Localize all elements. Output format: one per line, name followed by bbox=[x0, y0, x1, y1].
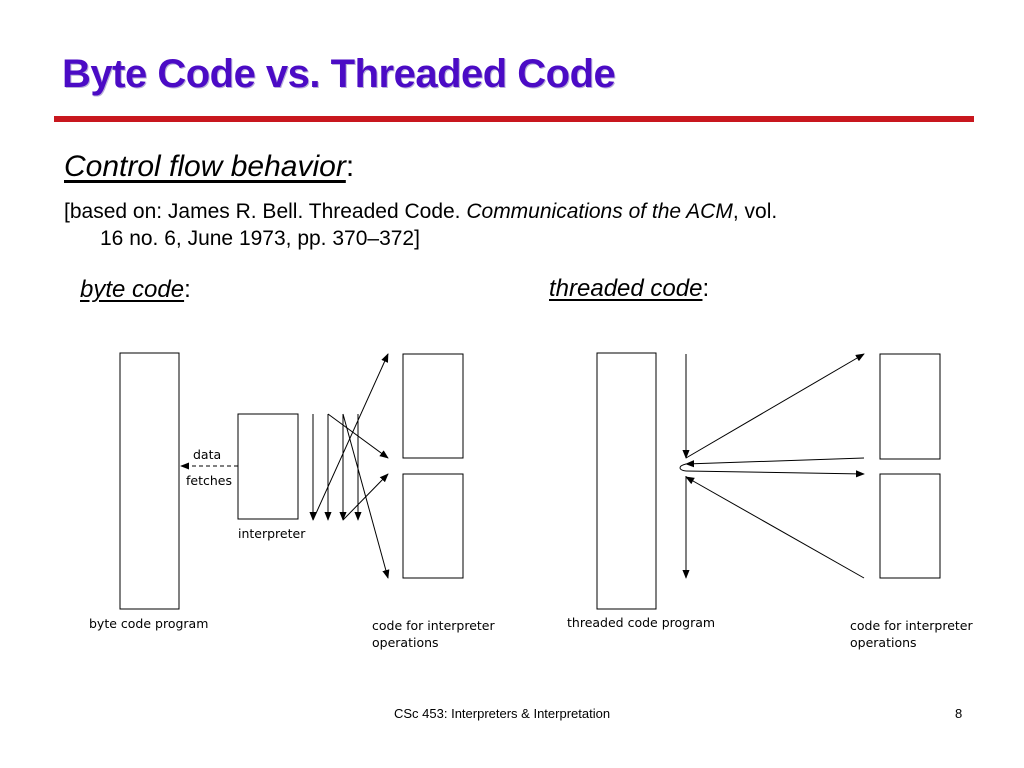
thread-jump-bottom bbox=[685, 470, 865, 478]
footer-course: CSc 453: Interpreters & Interpretation bbox=[394, 706, 611, 721]
title-divider bbox=[54, 116, 974, 122]
heading-colon: : bbox=[345, 150, 355, 183]
byte-ops-box-top bbox=[402, 353, 464, 459]
threaded-code-caption-text: threaded code bbox=[549, 275, 703, 302]
op-arrow-down-2 bbox=[342, 413, 390, 579]
threaded-ops-label-1: code for interpreter bbox=[850, 618, 973, 633]
byte-code-caption: byte code: bbox=[80, 276, 191, 304]
threaded-program-box bbox=[596, 352, 657, 610]
heading-text: Control flow behavior bbox=[64, 150, 346, 183]
footer-page-number: 8 bbox=[955, 706, 963, 721]
thread-return-top bbox=[685, 457, 865, 468]
byte-ops-box-bottom bbox=[402, 473, 464, 579]
op-arrow-down-1 bbox=[327, 413, 389, 459]
threaded-ops-label-2: operations bbox=[850, 635, 917, 650]
ref-prefix: [based on: James R. Bell. Threaded Code. bbox=[64, 200, 467, 223]
threaded-code-caption: threaded code: bbox=[549, 275, 709, 303]
op-arrow-up-2 bbox=[342, 473, 389, 521]
slide-title: Byte Code vs. Threaded Code bbox=[62, 52, 616, 96]
threaded-code-diagram bbox=[596, 352, 941, 610]
byte-code-diagram bbox=[119, 352, 464, 610]
byte-ops-label-2: operations bbox=[372, 635, 439, 650]
byte-code-program-box bbox=[119, 352, 180, 610]
byte-code-caption-colon: : bbox=[184, 276, 191, 303]
threaded-program-label: threaded code program bbox=[567, 615, 715, 630]
section-heading: Control flow behavior: bbox=[64, 150, 354, 184]
threaded-code-caption-colon: : bbox=[702, 275, 710, 302]
thread-loop bbox=[679, 463, 687, 472]
reference-citation: [based on: James R. Bell. Threaded Code.… bbox=[64, 198, 964, 252]
ref-line2: 16 no. 6, June 1973, pp. 370–372] bbox=[100, 227, 420, 250]
ref-journal: Communications of the ACM bbox=[466, 200, 733, 223]
fetches-label: fetches bbox=[186, 473, 232, 488]
thread-jump-top bbox=[685, 353, 865, 459]
threaded-ops-box-top bbox=[879, 353, 941, 460]
data-label: data bbox=[193, 447, 221, 462]
ref-suffix: , vol. bbox=[732, 200, 778, 223]
byte-ops-label-1: code for interpreter bbox=[372, 618, 495, 633]
byte-code-program-label: byte code program bbox=[89, 616, 208, 631]
byte-code-caption-text: byte code bbox=[80, 276, 185, 303]
thread-return-bottom bbox=[685, 476, 865, 579]
op-arrow-up-1 bbox=[312, 353, 389, 521]
interpreter-label: interpreter bbox=[238, 526, 306, 541]
threaded-ops-box-bottom bbox=[879, 473, 941, 579]
interpreter-box bbox=[237, 413, 299, 520]
